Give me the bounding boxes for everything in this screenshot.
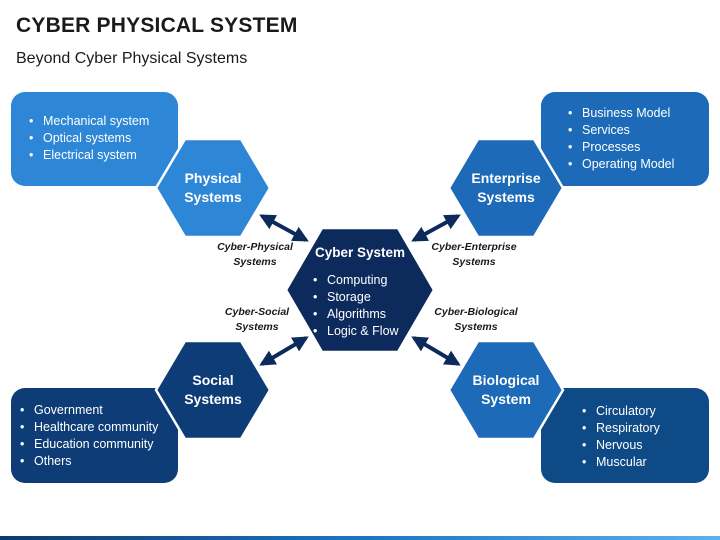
page-subtitle: Beyond Cyber Physical Systems	[16, 50, 248, 67]
arrow-cyber-enterprise	[411, 214, 461, 242]
label-line: Systems	[477, 189, 535, 205]
label-line: Systems	[454, 321, 498, 333]
label-line: Systems	[233, 256, 277, 268]
list-item: Healthcare community	[20, 419, 178, 436]
list-item: Government	[20, 402, 178, 419]
list-item: Respiratory	[582, 420, 709, 437]
list-item: Logic & Flow	[313, 323, 399, 340]
label-line: System	[481, 391, 531, 407]
footer-accent-bar	[0, 536, 720, 540]
label-line: Cyber-Social	[224, 306, 290, 318]
list-item: Circulatory	[582, 403, 709, 420]
arrow-cyber-biological	[411, 336, 461, 366]
social-systems-label: Social Systems	[163, 371, 263, 409]
arrow-cyber-physical	[259, 214, 309, 242]
label-line: Enterprise	[471, 170, 541, 186]
label-line: Social	[192, 372, 234, 388]
list-item: Muscular	[582, 454, 709, 471]
social-systems-hexagon	[154, 339, 272, 441]
cyber-system-title: Cyber System	[314, 245, 406, 260]
label-line: Cyber-Enterprise	[431, 241, 517, 253]
label-line: Systems	[184, 391, 242, 407]
list-item: Others	[20, 453, 178, 470]
list-item: Storage	[313, 289, 399, 306]
label-line: Cyber-Biological	[434, 306, 518, 318]
list-item: Business Model	[568, 105, 709, 122]
biological-system-list: Circulatory Respiratory Nervous Muscular	[582, 403, 709, 471]
label-line: Systems	[235, 321, 279, 333]
social-systems-list: Government Healthcare community Educatio…	[20, 402, 178, 470]
list-item: Mechanical system	[29, 113, 178, 130]
physical-systems-hexagon	[154, 137, 272, 239]
list-item: Algorithms	[313, 306, 399, 323]
biological-system-label: Biological System	[456, 371, 556, 409]
list-item: Operating Model	[568, 156, 709, 173]
biological-system-hexagon	[447, 339, 565, 441]
enterprise-systems-label: Enterprise Systems	[456, 169, 556, 207]
arrow-cyber-social	[259, 336, 309, 366]
cyber-enterprise-label: Cyber-Enterprise Systems	[422, 240, 526, 270]
enterprise-systems-list: Business Model Services Processes Operat…	[568, 105, 709, 173]
cyber-system-list: Computing Storage Algorithms Logic & Flo…	[313, 272, 399, 340]
physical-systems-box: Mechanical system Optical systems Electr…	[11, 92, 178, 186]
page-title: CYBER PHYSICAL SYSTEM	[16, 14, 298, 37]
social-systems-box: Government Healthcare community Educatio…	[11, 388, 178, 483]
list-item: Nervous	[582, 437, 709, 454]
cyber-physical-label: Cyber-Physical Systems	[205, 240, 305, 270]
label-line: Cyber-Physical	[217, 241, 293, 253]
enterprise-systems-hexagon	[447, 137, 565, 239]
list-item: Education community	[20, 436, 178, 453]
label-line: Physical	[184, 170, 242, 186]
enterprise-systems-box: Business Model Services Processes Operat…	[541, 92, 709, 186]
label-line: Systems	[184, 189, 242, 205]
label-line: Systems	[452, 256, 496, 268]
list-item: Optical systems	[29, 130, 178, 147]
label-line: Biological	[472, 372, 540, 388]
list-item: Processes	[568, 139, 709, 156]
physical-systems-label: Physical Systems	[163, 169, 263, 207]
physical-systems-list: Mechanical system Optical systems Electr…	[29, 113, 178, 164]
list-item: Electrical system	[29, 147, 178, 164]
cyber-biological-label: Cyber-Biological Systems	[422, 305, 530, 335]
list-item: Computing	[313, 272, 399, 289]
list-item: Services	[568, 122, 709, 139]
biological-system-box: Circulatory Respiratory Nervous Muscular	[541, 388, 709, 483]
cyber-social-label: Cyber-Social Systems	[207, 305, 307, 335]
